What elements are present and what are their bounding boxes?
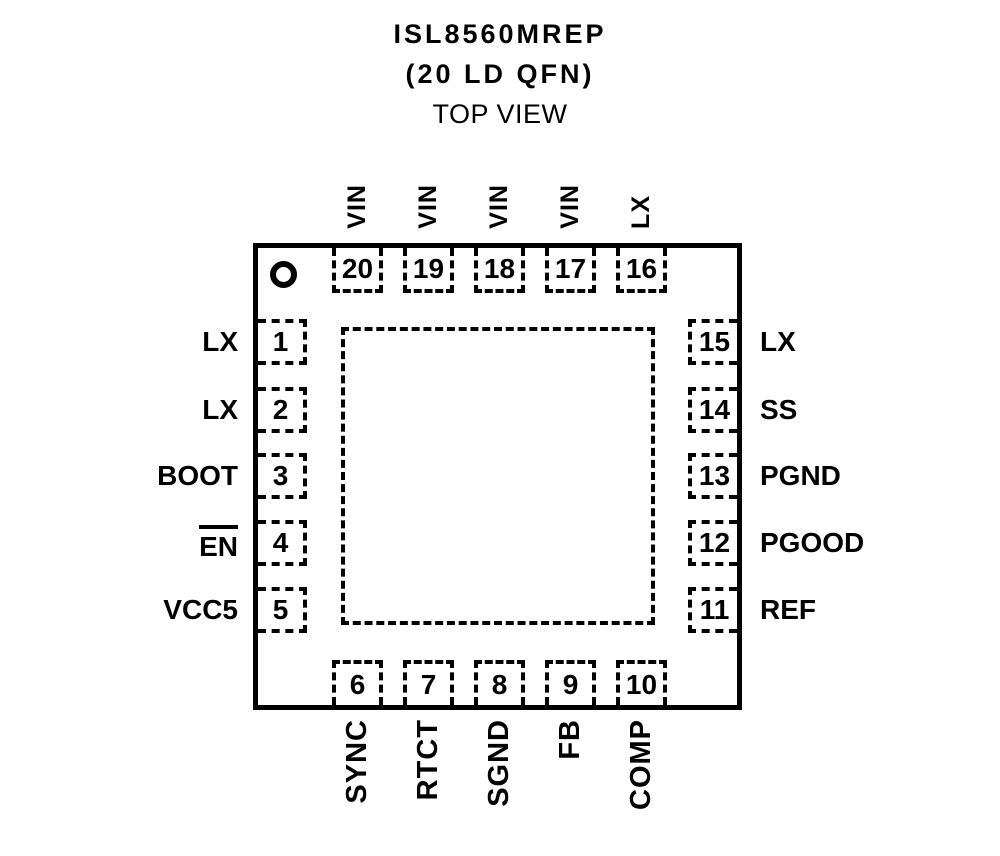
pin-label-3-text: BOOT [157, 460, 238, 491]
chip-outline [253, 243, 742, 710]
pin-number-15: 15 [698, 326, 731, 357]
pin-number-4: 4 [272, 527, 289, 558]
pin-box-17: 17 [545, 248, 596, 293]
pin-box-7: 7 [403, 660, 454, 705]
pin-number-17: 17 [554, 252, 587, 284]
pin-box-6: 6 [332, 660, 383, 705]
pin-box-8: 8 [474, 660, 525, 705]
pin-label-4: EN [120, 520, 238, 566]
pin-number-7: 7 [420, 668, 437, 700]
pin-label-13: PGND [760, 453, 990, 499]
pin-label-11: REF [760, 587, 990, 633]
title-block: ISL8560MREP (20 LD QFN) TOP VIEW [0, 14, 1000, 134]
pin-label-2-text: LX [202, 394, 238, 425]
pin-box-18: 18 [474, 248, 525, 293]
pin-label-5: VCC5 [120, 587, 238, 633]
view-label: TOP VIEW [432, 99, 568, 129]
pin-label-14-text: SS [760, 394, 798, 425]
pin-number-2: 2 [272, 394, 289, 425]
pin1-indicator-icon [270, 261, 297, 288]
pin-label-20: VIN [343, 184, 371, 229]
pin-label-12-text: PGOOD [760, 527, 865, 558]
pin-box-4: 4 [258, 520, 307, 566]
pin-number-19: 19 [412, 252, 445, 284]
pin-box-14: 14 [688, 387, 737, 433]
pin-box-9: 9 [545, 660, 596, 705]
pin-label-1-text: LX [202, 326, 238, 357]
pin-label-15: LX [760, 319, 990, 365]
pin-box-13: 13 [688, 453, 737, 499]
pin-box-5: 5 [258, 587, 307, 633]
pin-label-14: SS [760, 387, 990, 433]
pin-number-6: 6 [349, 668, 366, 700]
pin-box-20: 20 [332, 248, 383, 293]
pin-box-12: 12 [688, 520, 737, 566]
pin-box-19: 19 [403, 248, 454, 293]
pin-number-8: 8 [491, 668, 508, 700]
pin-label-6: SYNC [341, 719, 373, 804]
pin-box-10: 10 [616, 660, 667, 705]
pin-label-12: PGOOD [760, 520, 990, 566]
pin-number-3: 3 [272, 460, 289, 491]
pin-box-16: 16 [616, 248, 667, 293]
pin-label-11-text: REF [760, 594, 816, 625]
pin-box-3: 3 [258, 453, 307, 499]
pin-number-1: 1 [272, 326, 289, 357]
pin-label-7: RTCT [412, 719, 444, 801]
pin-label-13-text: PGND [760, 460, 841, 491]
exposed-pad [341, 327, 655, 625]
part-number: ISL8560MREP [393, 19, 607, 49]
pin-label-3: BOOT [120, 453, 238, 499]
pin-label-8: SGND [483, 719, 515, 807]
package-type: (20 LD QFN) [405, 59, 595, 89]
pin-number-16: 16 [625, 252, 658, 284]
pin-label-18: VIN [485, 184, 513, 229]
pin-number-5: 5 [272, 594, 289, 625]
pin-label-16: LX [627, 195, 655, 229]
pin-label-15-text: LX [760, 326, 796, 357]
pin-box-2: 2 [258, 387, 307, 433]
pin-label-5-text: VCC5 [163, 594, 238, 625]
pin-number-14: 14 [698, 394, 731, 425]
pin-box-11: 11 [688, 587, 737, 633]
pin-number-12: 12 [698, 527, 731, 558]
pin-number-20: 20 [341, 252, 374, 284]
pin-number-9: 9 [562, 668, 579, 700]
pin-label-2: LX [120, 387, 238, 433]
pin-number-13: 13 [698, 460, 731, 491]
pin-label-4-text: EN [199, 525, 238, 561]
pin-label-1: LX [120, 319, 238, 365]
pin-label-19: VIN [414, 184, 442, 229]
pin-label-9: FB [554, 719, 586, 760]
pin-number-10: 10 [625, 668, 658, 700]
pin-label-17: VIN [556, 184, 584, 229]
pin-number-11: 11 [699, 594, 730, 625]
pin-label-10: COMP [625, 719, 657, 810]
pin-number-18: 18 [483, 252, 516, 284]
pin-box-1: 1 [258, 319, 307, 365]
pin-box-15: 15 [688, 319, 737, 365]
